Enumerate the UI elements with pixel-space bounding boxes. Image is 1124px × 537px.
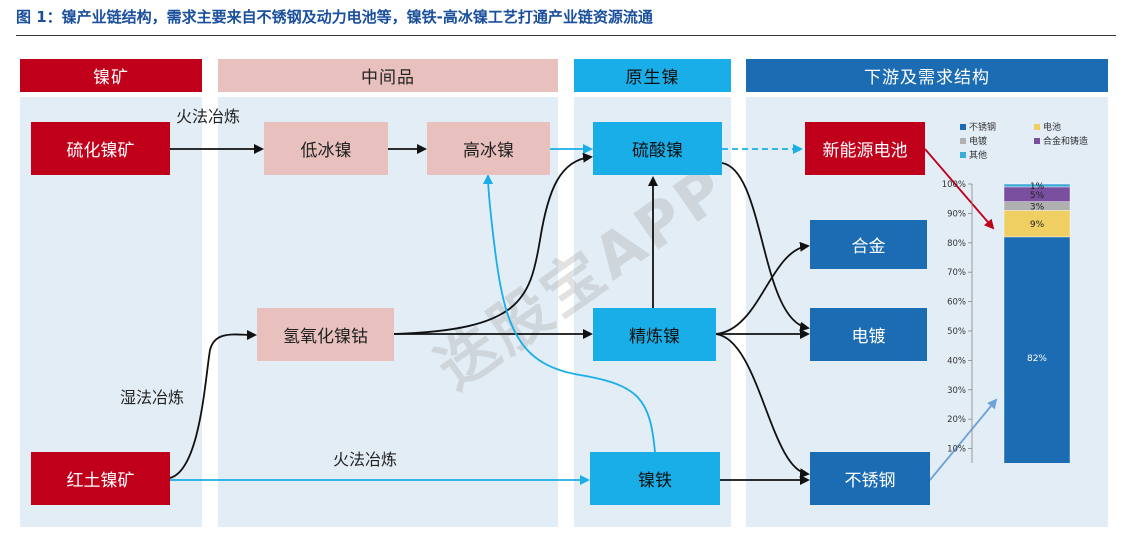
legend-label-3: 合金和铸造: [1043, 135, 1088, 147]
node-sulfide-ore: 硫化镍矿: [31, 122, 170, 175]
legend-label-1: 电池: [1043, 121, 1061, 133]
y-tick-label-8: 80%: [947, 239, 966, 249]
node-stainless: 不锈钢: [810, 452, 930, 505]
arrow-ferronickel-to-highmatte: [483, 174, 656, 453]
arrow-sulfate-to-plating: [721, 162, 810, 332]
legend-swatch-1: [1034, 124, 1040, 130]
node-high-matte: 高冰镍: [427, 122, 550, 175]
node-mhp: 氢氧化镍钴: [257, 308, 394, 361]
node-laterite-ore: 红土镍矿: [31, 452, 170, 505]
bar-label-0: 82%: [1027, 354, 1047, 364]
header-primary: 原生镍: [574, 59, 731, 92]
bar-label-1: 9%: [1030, 220, 1045, 230]
y-tick-label-4: 40%: [947, 356, 966, 366]
node-ferronickel: 镍铁: [590, 452, 720, 505]
header-intermediate: 中间品: [218, 59, 558, 92]
legend-swatch-4: [960, 152, 966, 158]
page-title: 图 1：镍产业链结构，需求主要来自不锈钢及动力电池等，镍铁-高冰镍工艺打通产业链…: [16, 8, 653, 26]
bar-label-4: 1%: [1030, 182, 1045, 192]
arrow-refined-to-alloy: [715, 241, 810, 335]
label-hydro: 湿法冶炼: [120, 388, 185, 407]
label-pyro-top: 火法冶炼: [176, 107, 241, 126]
legend-label-0: 不锈钢: [969, 121, 996, 133]
y-tick-label-9: 90%: [947, 209, 966, 219]
y-tick-label-10: 100%: [942, 180, 966, 190]
bar-label-2: 3%: [1030, 203, 1045, 213]
node-ev-battery: 新能源电池: [805, 122, 925, 175]
arrow-mhp-to-sulfate: [393, 152, 593, 335]
node-nickel-sulfate: 硫酸镍: [593, 122, 722, 175]
bar-segment-1: [1003, 210, 1071, 238]
legend-swatch-2: [960, 138, 966, 144]
arrow-refined-to-stainless: [715, 333, 810, 479]
y-tick-label-6: 60%: [947, 298, 966, 308]
legend-swatch-3: [1034, 138, 1040, 144]
bar-segment-0: [1003, 236, 1071, 463]
node-plating: 电镀: [810, 308, 927, 361]
y-tick-label-5: 50%: [947, 327, 966, 337]
bar-label-3: 5%: [1030, 191, 1045, 201]
header-ore: 镍矿: [20, 59, 202, 92]
node-low-matte: 低冰镍: [264, 122, 388, 175]
node-alloy: 合金: [810, 220, 927, 269]
arrow-stainless-to-chart: [929, 398, 998, 481]
y-tick-label-7: 70%: [947, 268, 966, 278]
legend-label-2: 电镀: [969, 135, 987, 147]
title-divider: [16, 35, 1116, 36]
legend-swatch-0: [960, 124, 966, 130]
bar-segment-4: [1003, 183, 1071, 188]
label-pyro-bottom: 火法冶炼: [333, 450, 398, 469]
node-refined-nickel: 精炼镍: [593, 308, 716, 361]
y-tick-label-2: 20%: [947, 415, 966, 425]
arrow-battery-to-chart: [924, 148, 995, 230]
header-downstream: 下游及需求结构: [746, 59, 1108, 92]
y-tick-label-3: 30%: [947, 386, 966, 396]
arrow-laterite-to-mhp: [169, 329, 257, 479]
legend-label-4: 其他: [969, 149, 987, 161]
y-tick-label-1: 10%: [947, 445, 966, 455]
